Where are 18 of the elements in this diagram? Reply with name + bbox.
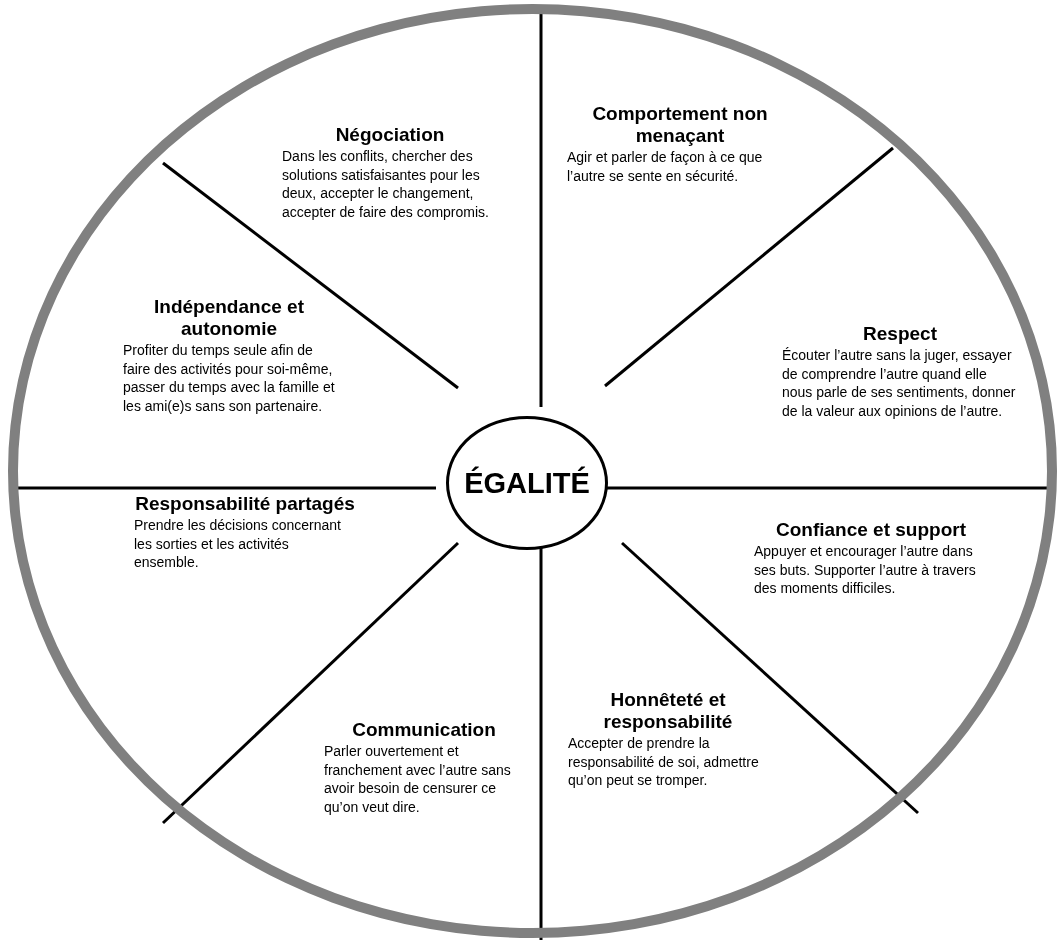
center-title: ÉGALITÉ [464, 466, 590, 500]
wheel-ring [8, 4, 1057, 938]
sector-description: Dans les conflits, chercher des solutions satisfaisantes pour les deux, accepter le changement, accepter de faire des compromis. [282, 147, 490, 221]
sector-heading: Respect [862, 323, 938, 345]
sector-heading: Communication [351, 719, 497, 741]
sector-description: Profiter du temps seule afin de faire des activités pour soi-même, passer du temps avec la famille et les ami(e)s sans son partenaire. [123, 341, 335, 415]
sector-description: Prendre les décisions concernant les sorties et les activités ensemble. [134, 516, 342, 572]
sector-description: Parler ouvertement et franchement avec l’autre sans avoir besoin de censurer ce qu’on veut dire. [324, 742, 512, 816]
sector-description: Accepter de prendre la responsabilité de soi, admettre qu’on peut se tromper. [568, 734, 760, 790]
sector-description: Appuyer et encourager l’autre dans ses buts. Supporter l’autre à travers des moments difficiles. [754, 542, 977, 598]
sector-heading: Comportement non menaçant [591, 103, 769, 147]
sector-description: Agir et parler de façon à ce que l’autre se sente en sécurité. [567, 148, 764, 185]
sector-heading: Confiance et support [775, 519, 967, 541]
sector-heading: Indépendance et autonomie [153, 296, 305, 340]
sector-heading: Négociation [334, 124, 446, 146]
sector-heading: Honnêteté et responsabilité [602, 689, 734, 733]
sector-description: Écouter l’autre sans la juger, essayer de comprendre l’autre quand elle nous parle de ses sentiments, donner de la valeur aux opinions de l’autre. [782, 346, 1017, 420]
sector-heading: Responsabilité partagés [134, 493, 356, 515]
